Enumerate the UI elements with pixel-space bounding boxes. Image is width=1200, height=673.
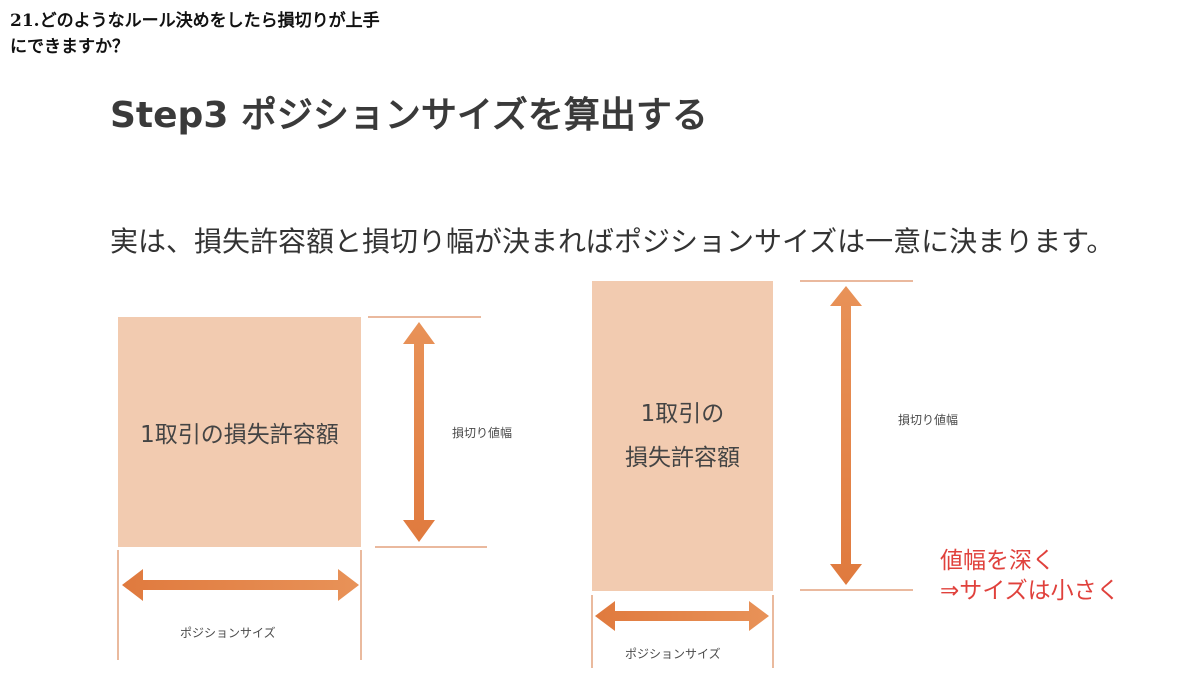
left-loss-box: 1取引の損失許容額 [118,317,361,547]
left-box-label: 1取引の損失許容額 [140,422,339,448]
left-width-arrow [122,569,359,601]
note-line-1: 値幅を深く [940,548,1055,574]
left-height-label: 損切り値幅 [452,426,513,440]
left-height-arrow [403,322,435,542]
left-width-label: ポジションサイズ [180,626,276,640]
question-text: どのようなルール決めをしたら損切りが上手にできますか？ [10,11,380,57]
right-loss-box: 1取引の 損失許容額 [592,281,773,591]
right-width-label: ポジションサイズ [625,647,721,661]
question-number: 21. [10,11,40,31]
right-width-arrow [595,601,769,631]
lead-text: 実は、損失許容額と損切り幅が決まればポジションサイズは一意に決まります。 [110,225,1115,258]
question-title: 21.どのようなルール決めをしたら損切りが上手にできますか？ [10,8,390,60]
note-text: 値幅を深く ⇒サイズは小さく [940,546,1120,606]
right-height-label: 損切り値幅 [898,413,959,427]
step-title: Step3 ポジションサイズを算出する [110,95,708,136]
note-line-2: ⇒サイズは小さく [940,578,1120,604]
right-height-arrow [830,286,862,585]
right-box-label: 1取引の 損失許容額 [625,401,740,471]
